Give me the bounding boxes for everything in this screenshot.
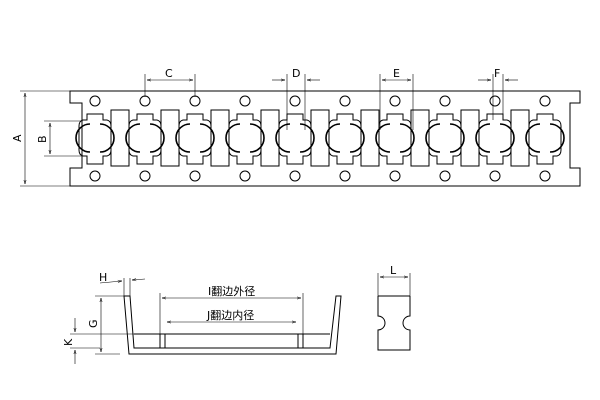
svg-text:G: G [87, 319, 100, 328]
svg-text:B: B [36, 135, 49, 143]
contact-pad [478, 113, 512, 165]
contact-pad [78, 113, 112, 165]
contact-pad [178, 113, 212, 165]
dimension-f: F [478, 67, 518, 120]
svg-text:E: E [393, 67, 400, 80]
contact-pad [428, 113, 462, 165]
pilot-hole [239, 95, 251, 107]
pilot-hole [339, 95, 351, 107]
pilot-hole [189, 170, 201, 182]
pilot-hole [439, 95, 451, 107]
carrier-slot [110, 109, 130, 167]
pilot-hole [89, 95, 101, 107]
pilot-hole [489, 95, 501, 107]
pilot-hole [439, 170, 451, 182]
pilot-hole [389, 95, 401, 107]
svg-text:J翻边内径: J翻边内径 [206, 308, 254, 322]
pilot-hole [289, 95, 301, 107]
carrier-slot [360, 109, 380, 167]
svg-text:F: F [494, 67, 500, 80]
dimension-d: D [272, 67, 320, 130]
strip-outline [69, 90, 581, 187]
contact-pad [378, 113, 412, 165]
pilot-hole [189, 95, 201, 107]
carrier-slot [210, 109, 230, 167]
carrier-slot [260, 109, 280, 167]
dimension-g: G [87, 295, 124, 355]
svg-text:A: A [11, 134, 24, 142]
contact-pad [328, 113, 362, 165]
svg-text:L: L [390, 264, 397, 277]
dimension-j: J翻边内径 [167, 308, 296, 322]
svg-text:C: C [165, 67, 173, 80]
pilot-hole [139, 170, 151, 182]
pilot-hole [539, 170, 551, 182]
dimension-e: E [379, 67, 414, 130]
carrier-slot [460, 109, 480, 167]
contact-cutout [475, 123, 515, 153]
svg-text:H: H [99, 271, 107, 284]
contact-pad [228, 113, 262, 165]
contact-cutout [275, 123, 315, 153]
contact-pad [528, 113, 562, 165]
dimension-b: B [36, 120, 82, 157]
side-profile [123, 295, 342, 355]
contact-cutout [175, 123, 215, 153]
pilot-hole [489, 170, 501, 182]
contact-cutout [525, 123, 565, 153]
contact-cutout [375, 123, 415, 153]
contact-pad [128, 113, 162, 165]
contact-cutout [425, 123, 465, 153]
dimension-k: K [62, 318, 160, 364]
svg-text:K: K [62, 338, 75, 346]
dimension-c: C [144, 67, 196, 97]
carrier-slot [410, 109, 430, 167]
carrier-slot [310, 109, 330, 167]
pilot-hole [239, 170, 251, 182]
pilot-hole [89, 170, 101, 182]
strip-units [75, 95, 565, 182]
carrier-slot [510, 109, 530, 167]
end-view [377, 295, 411, 351]
dimension-h: H [99, 271, 146, 296]
pilot-hole [139, 95, 151, 107]
pilot-hole [289, 170, 301, 182]
contact-cutout [75, 123, 115, 153]
contact-cutout [125, 123, 165, 153]
carrier-slot [160, 109, 180, 167]
pilot-hole [539, 95, 551, 107]
pilot-hole [339, 170, 351, 182]
dimension-l: L [377, 264, 411, 296]
dimension-i: I翻边外径 [159, 284, 304, 334]
pilot-hole [389, 170, 401, 182]
contact-cutout [325, 123, 365, 153]
svg-text:D: D [292, 67, 300, 80]
svg-text:I翻边外径: I翻边外径 [208, 284, 255, 298]
contact-pad [278, 113, 312, 165]
contact-cutout [225, 123, 265, 153]
dimension-a: A [11, 90, 70, 187]
